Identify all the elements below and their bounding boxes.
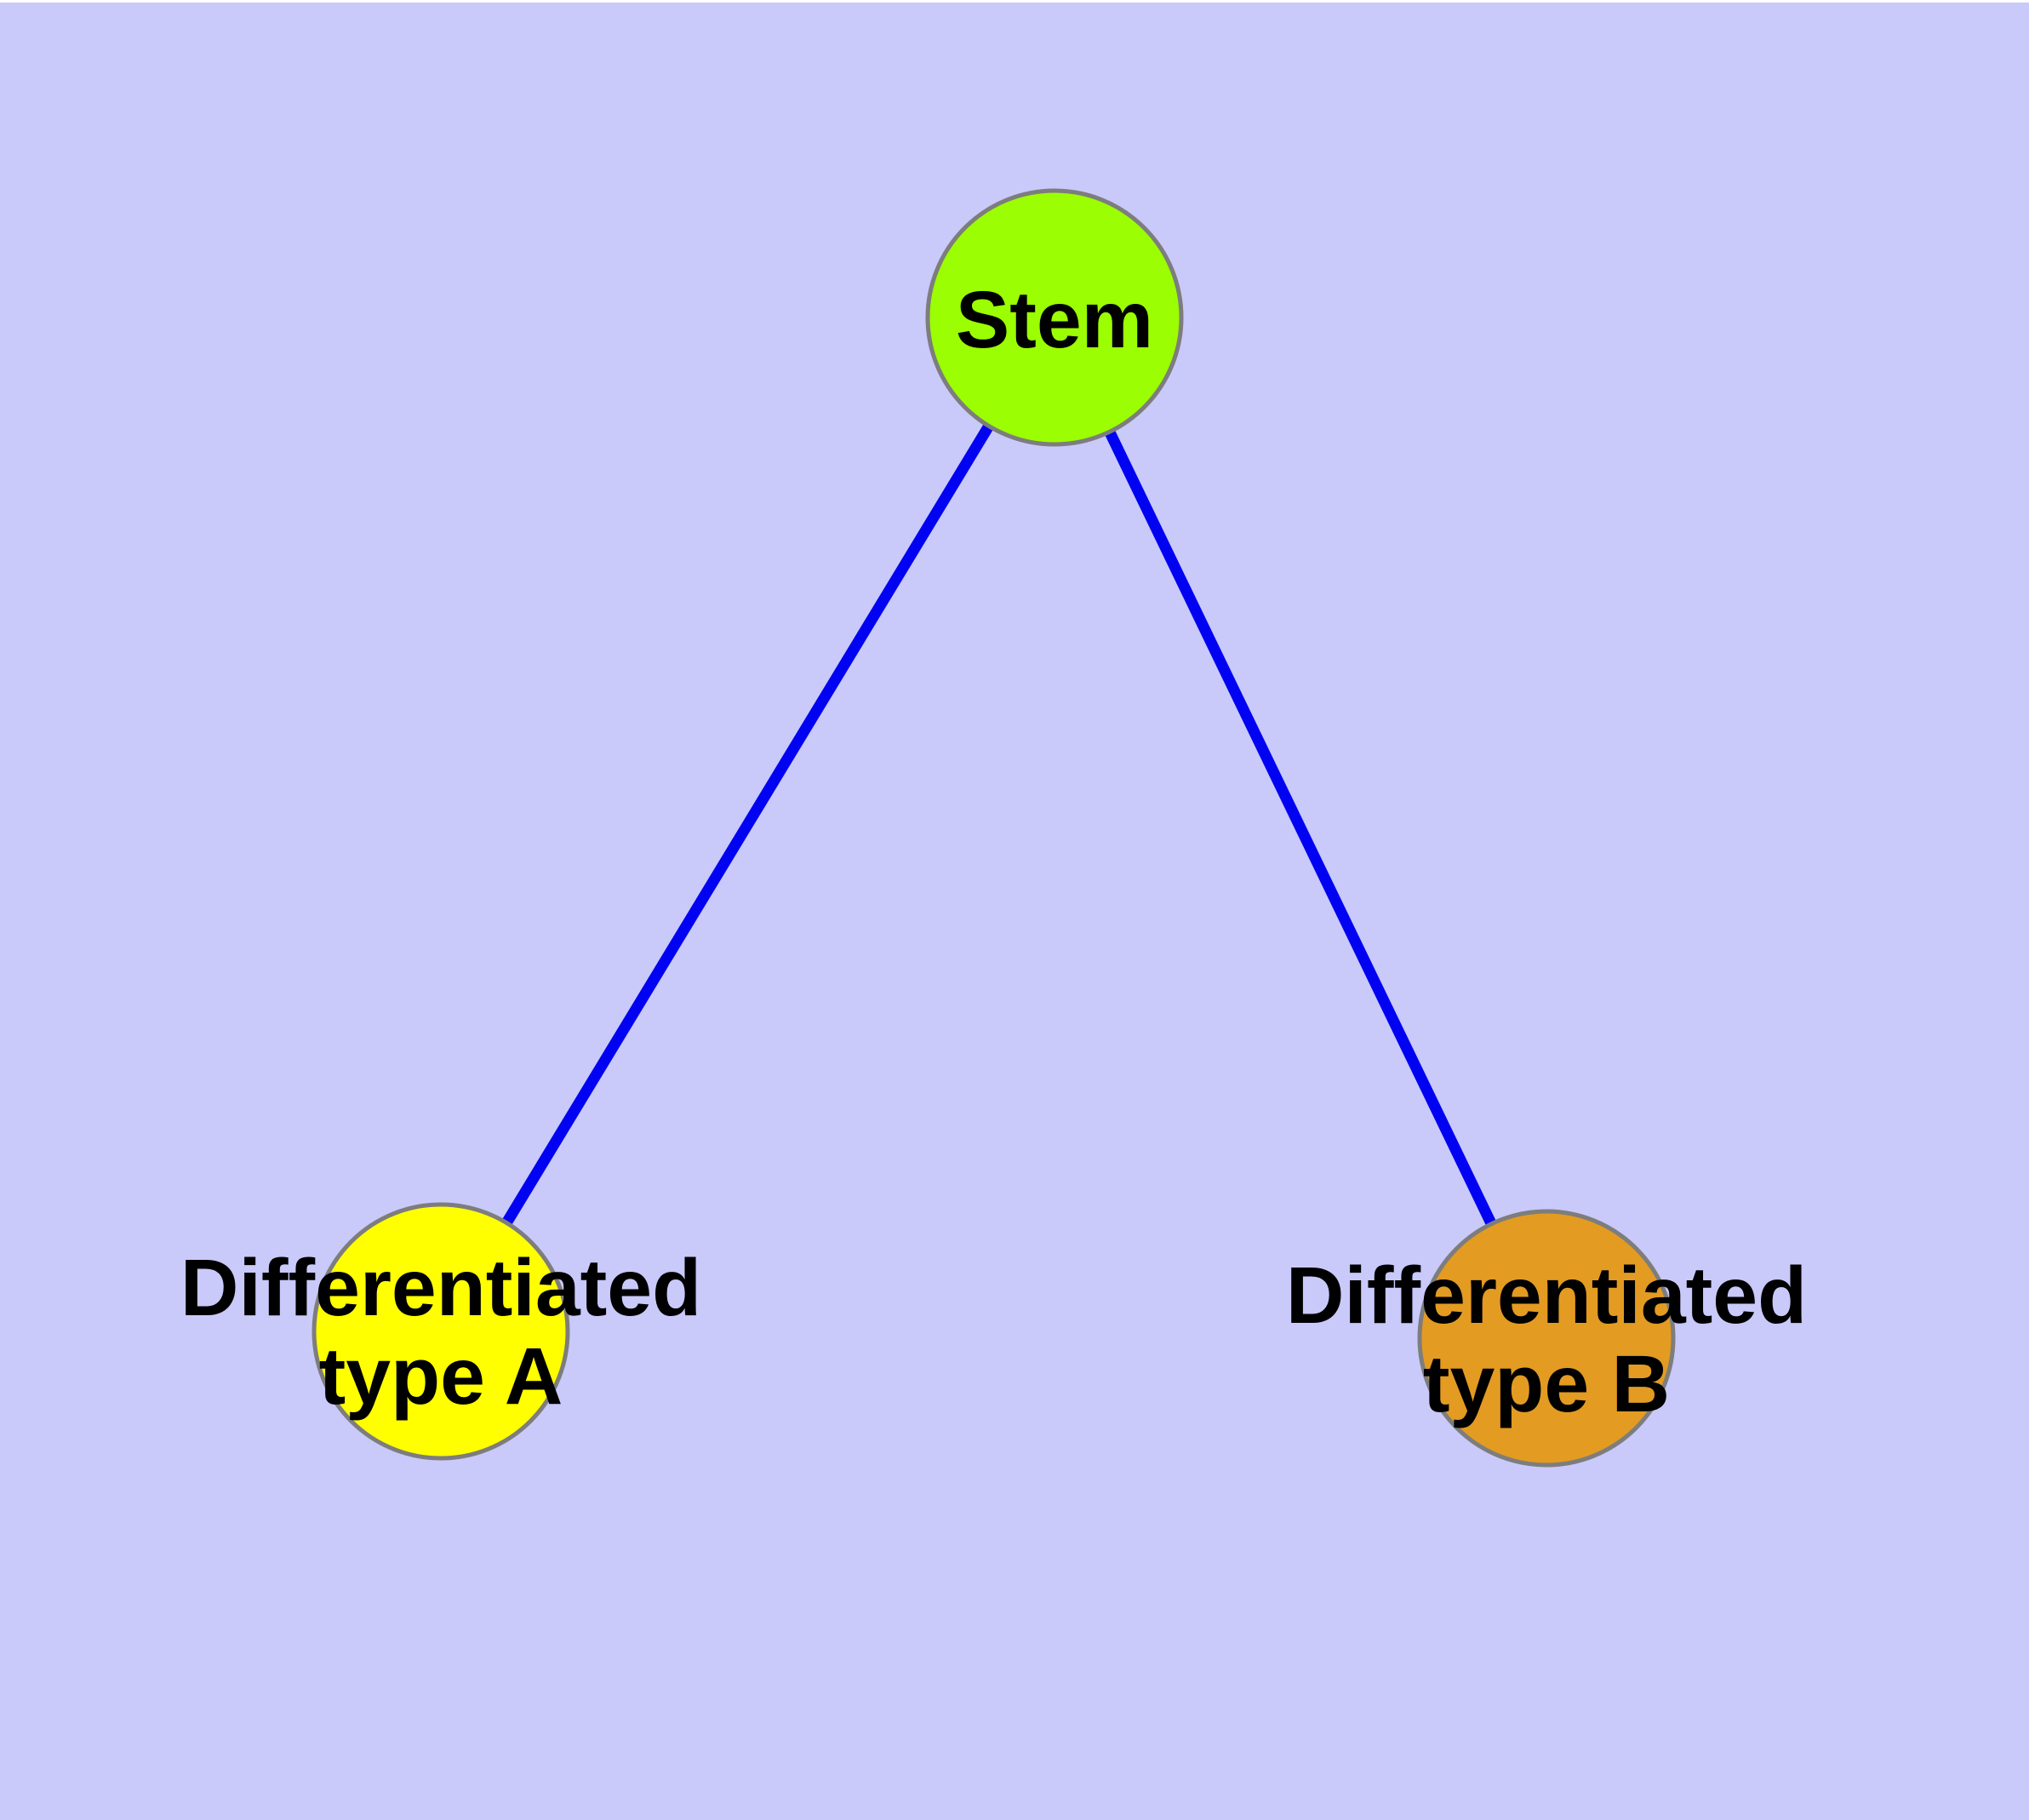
node-type-b-circle — [1417, 1209, 1676, 1468]
node-stem-label: Stem — [955, 275, 1154, 365]
node-type-b-label: Differentiated type B — [1285, 1251, 1808, 1429]
edge-stem-to-type-b — [1049, 315, 1552, 1341]
node-stem-circle — [925, 188, 1184, 447]
top-margin-strip — [0, 0, 2029, 3]
node-type-a-label: Differentiated type A — [180, 1243, 702, 1422]
edge-stem-to-type-a — [436, 314, 1060, 1335]
node-type-a-circle — [311, 1202, 570, 1461]
